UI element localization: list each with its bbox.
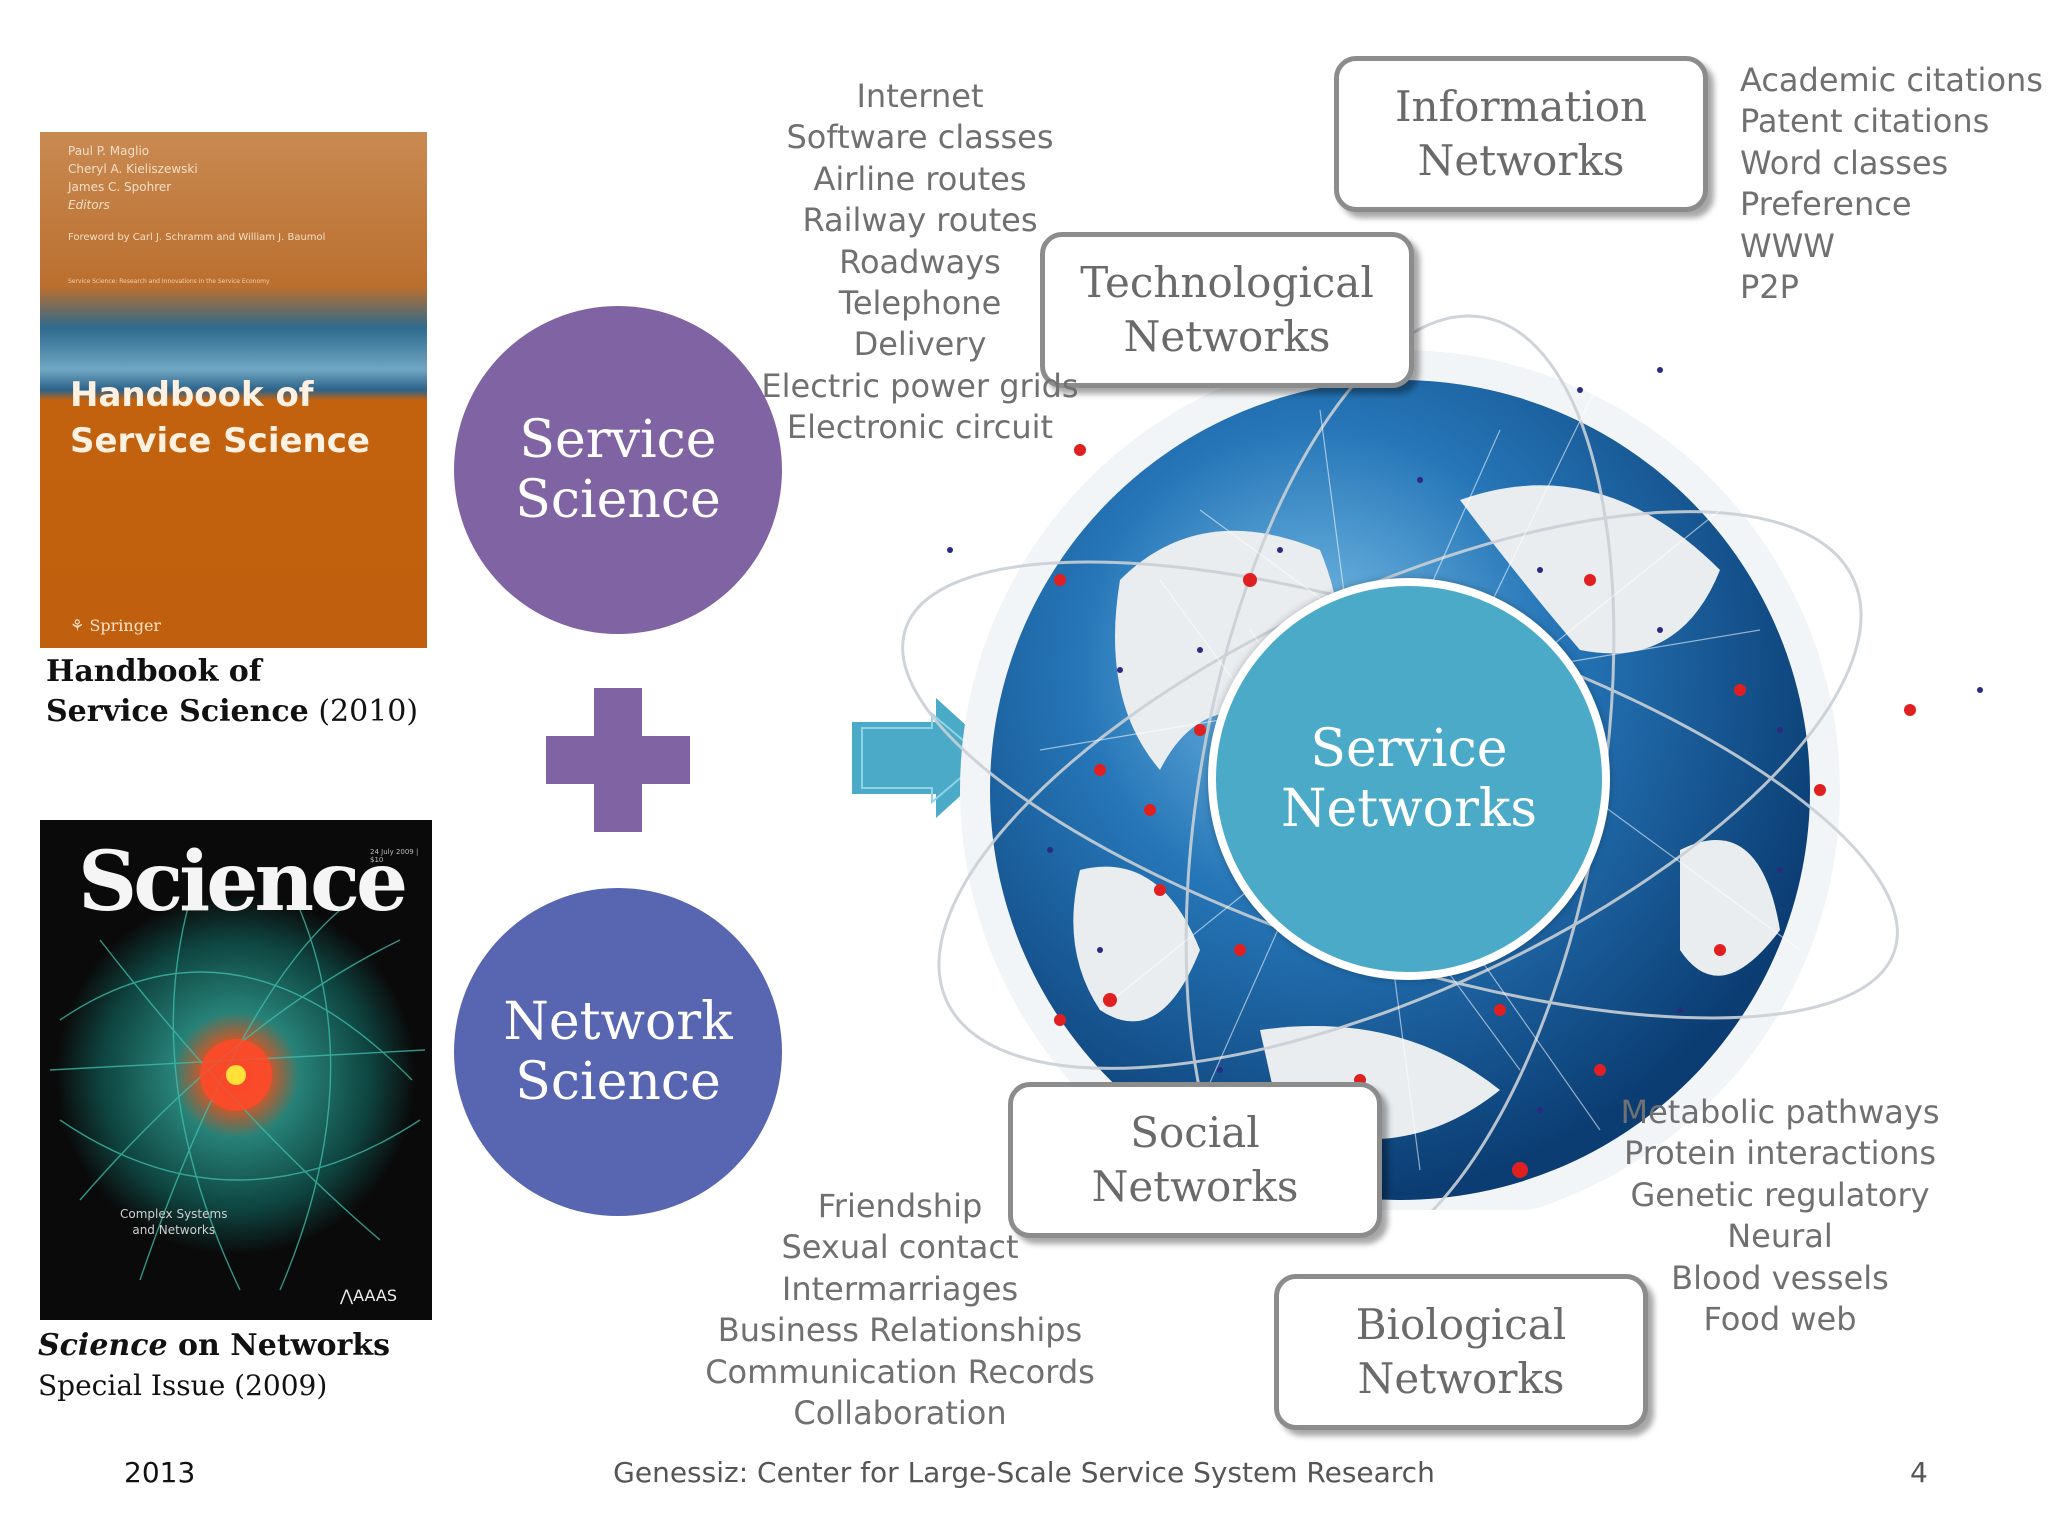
handbook-caption: Handbook of Service Science (2010) [46, 654, 419, 729]
network-science-circle: Network Science [454, 888, 782, 1216]
handbook-foreword: Foreword by Carl J. Schramm and William … [68, 232, 326, 243]
list-item: Sexual contact [781, 1228, 1019, 1267]
handbook-editors: Paul P. Maglio Cheryl A. Kieliszewski Ja… [68, 144, 198, 212]
science-masthead: Science [78, 834, 408, 930]
list-item: Telephone [838, 284, 1002, 323]
footer-center-text: Genessiz: Center for Large-Scale Service… [613, 1456, 1435, 1489]
social-examples-list: Friendship Sexual contact Intermarriages… [700, 1186, 1100, 1434]
list-item: Genetic regulatory [1630, 1175, 1930, 1214]
list-item: Word classes [1740, 143, 1949, 182]
network-globe-illustration [49, 895, 426, 1291]
list-item: Internet [856, 77, 984, 115]
aaas-logo: ⋀AAAS [340, 1286, 398, 1305]
science-cover-date: 24 July 2009 | $10 [370, 848, 419, 864]
list-item: Roadways [839, 242, 1001, 281]
list-item: Delivery [853, 325, 987, 364]
science-cover-image: Science 24 July 2009 | $10 Complex Syste… [40, 820, 432, 1320]
list-item: Friendship [817, 1187, 983, 1225]
biological-examples-list: Metabolic pathways Protein interactions … [1620, 1092, 1940, 1340]
list-item: Communication Records [705, 1352, 1095, 1391]
plus-icon [546, 688, 690, 832]
list-item: WWW [1740, 226, 1835, 265]
technological-networks-box: Technological Networks [1040, 232, 1414, 388]
page-number: 4 [1910, 1456, 1928, 1489]
list-item: Electronic circuit [786, 408, 1054, 447]
handbook-cover-image: Paul P. Maglio Cheryl A. Kieliszewski Ja… [40, 132, 427, 648]
handbook-cover-title: Handbook of Service Science [70, 375, 370, 461]
list-item: Software classes [786, 118, 1054, 157]
list-item: Railway routes [802, 201, 1038, 240]
list-item: Preference [1740, 185, 1912, 224]
list-item: Intermarriages [781, 1269, 1019, 1308]
list-item: Protein interactions [1623, 1134, 1937, 1173]
list-item: Collaboration [793, 1394, 1007, 1433]
service-networks-circle: Service Networks [1208, 578, 1610, 980]
list-item: Metabolic pathways [1620, 1093, 1940, 1131]
list-item: Airline routes [813, 159, 1027, 198]
list-item: Patent citations [1740, 102, 1990, 141]
biological-networks-box: Biological Networks [1274, 1274, 1648, 1430]
information-examples-list: Academic citations Patent citations Word… [1740, 60, 2043, 308]
service-science-circle: Service Science [454, 306, 782, 634]
handbook-series: Service Science: Research and Innovation… [68, 278, 270, 285]
technological-examples-list: Internet Software classes Airline routes… [760, 76, 1080, 449]
list-item: Blood vessels [1671, 1258, 1889, 1297]
science-feature-label: Complex Systems and Networks [120, 1207, 228, 1237]
information-networks-box: Information Networks [1334, 56, 1708, 212]
list-item: P2P [1740, 268, 1799, 307]
list-item: Academic citations [1740, 61, 2043, 99]
social-networks-box: Social Networks [1008, 1082, 1382, 1238]
list-item: Neural [1727, 1217, 1833, 1256]
science-caption: Science on Networks Special Issue (2009) [38, 1328, 390, 1402]
list-item: Business Relationships [717, 1311, 1083, 1350]
list-item: Food web [1703, 1300, 1857, 1339]
springer-logo: ⚘ Springer [70, 616, 162, 635]
footer-year: 2013 [124, 1456, 196, 1489]
list-item: Electric power grids [761, 366, 1079, 405]
